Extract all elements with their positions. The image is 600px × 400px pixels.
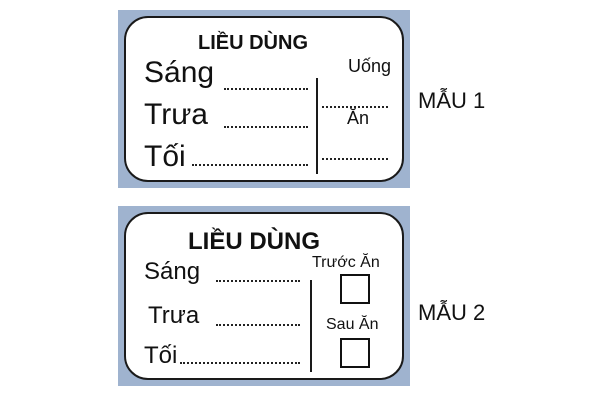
label1-row-noon: Trưa — [144, 98, 208, 131]
label1-drink-label: Uống — [348, 56, 392, 76]
label1-title: LIỀU DÙNG — [198, 32, 308, 54]
label2-before-meal-checkbox[interactable] — [340, 274, 370, 304]
label2-noon-line — [216, 324, 300, 326]
label1-sample-text: MẪU 1 — [418, 88, 486, 113]
label2-row-noon: Trưa — [148, 302, 200, 329]
label1-eat-line — [322, 158, 388, 160]
label2-morning-line — [216, 280, 300, 282]
label2-card: LIỀU DÙNG Sáng Trưa Tối Trước Ăn Sau Ăn — [124, 212, 404, 380]
label1-row-evening: Tối — [144, 140, 186, 173]
label2-divider — [310, 280, 312, 372]
label2-row-evening: Tối — [144, 342, 178, 369]
label2-title: LIỀU DÙNG — [188, 228, 320, 255]
label2-sample-text: MẪU 2 — [418, 300, 486, 325]
label1-row-morning: Sáng — [144, 56, 215, 89]
label1-divider — [316, 78, 318, 174]
label1-noon-line — [224, 126, 308, 128]
label1-card: LIỀU DÙNG Sáng Trưa Tối Uống Ăn — [124, 16, 404, 182]
label2-after-meal-checkbox[interactable] — [340, 338, 370, 368]
label2-after-meal-label: Sau Ăn — [326, 316, 379, 333]
label1-eat-label: Ăn — [347, 108, 370, 128]
label2-row-morning: Sáng — [144, 258, 201, 285]
label2-before-meal-label: Trước Ăn — [312, 254, 380, 271]
label2-evening-line — [180, 362, 300, 364]
label1-morning-line — [224, 88, 308, 90]
label1-drink-line — [322, 106, 388, 108]
label1-evening-line — [192, 164, 308, 166]
